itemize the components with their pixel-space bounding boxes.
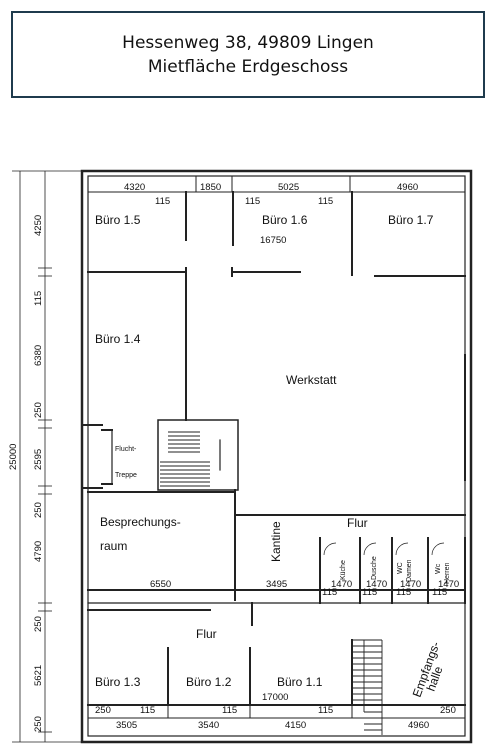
dim-bot-115-a: 115 bbox=[140, 705, 155, 716]
room-label-besprechung-1: Besprechungs- bbox=[100, 515, 181, 529]
room-label-werkstatt: Werkstatt bbox=[286, 373, 337, 387]
dim-bot-4960: 4960 bbox=[408, 720, 429, 731]
dim-bot-115-c: 115 bbox=[318, 705, 333, 716]
inner-outer-wall bbox=[87, 175, 466, 737]
dim-left-250-d: 250 bbox=[33, 716, 44, 732]
dim-left-250-c: 250 bbox=[33, 616, 44, 632]
room-label-wc-damen-2: Damen bbox=[406, 559, 413, 582]
dim-left-5621: 5621 bbox=[33, 665, 44, 686]
dim-bot-115-b: 115 bbox=[222, 705, 237, 716]
door-arcs bbox=[323, 542, 445, 556]
outer-wall bbox=[80, 169, 473, 744]
room-label-kantine: Kantine bbox=[269, 521, 283, 562]
dim-bot-17000: 17000 bbox=[262, 692, 288, 703]
title-box: Hessenweg 38, 49809 Lingen Mietfläche Er… bbox=[11, 11, 485, 98]
room-label-buero-1-5: Büro 1.5 bbox=[95, 213, 141, 227]
entrance-stair-treads bbox=[352, 639, 383, 735]
room-label-wc-herren-2: Herren bbox=[444, 562, 451, 584]
dim-left-25000: 25000 bbox=[8, 444, 19, 470]
dim-left-2595: 2595 bbox=[33, 449, 44, 470]
dim-bot-3505: 3505 bbox=[116, 720, 137, 731]
dim-wc-1470-b: 1470 bbox=[366, 579, 387, 590]
dim-left-6380: 6380 bbox=[33, 345, 44, 366]
room-label-buero-1-7: Büro 1.7 bbox=[388, 213, 434, 227]
dim-r1-16750: 16750 bbox=[260, 235, 286, 246]
room-label-flur-bottom: Flur bbox=[196, 627, 217, 641]
room-label-kueche: Küche bbox=[340, 560, 347, 580]
escape-stair-treads bbox=[160, 431, 210, 487]
dim-bot-250-a: 250 bbox=[95, 705, 111, 716]
room-label-flucht: Flucht- bbox=[115, 446, 137, 453]
dim-bot-250-b: 250 bbox=[440, 705, 456, 716]
dim-wc-1470-a: 1470 bbox=[331, 579, 352, 590]
room-label-buero-1-2: Büro 1.2 bbox=[186, 675, 232, 689]
dim-r1-115-b: 115 bbox=[245, 196, 260, 207]
dim-top-4320: 4320 bbox=[124, 182, 145, 193]
dim-mid-6550: 6550 bbox=[150, 579, 171, 590]
room-label-wc-damen-1: WC bbox=[397, 562, 404, 574]
dim-wc-115-c: 115 bbox=[396, 587, 411, 598]
room-label-dusche: Dusche bbox=[371, 556, 378, 580]
left-dimension-chain bbox=[12, 170, 82, 743]
dim-mid-3495: 3495 bbox=[266, 579, 287, 590]
dim-wc-115-a: 115 bbox=[322, 587, 337, 598]
address-title: Hessenweg 38, 49809 Lingen bbox=[122, 32, 374, 53]
stair-core bbox=[157, 419, 239, 491]
dim-left-4250: 4250 bbox=[33, 215, 44, 236]
room-label-buero-1-6: Büro 1.6 bbox=[262, 213, 308, 227]
dim-left-4790: 4790 bbox=[33, 541, 44, 562]
dim-top-5025: 5025 bbox=[278, 182, 299, 193]
dim-bot-3540: 3540 bbox=[198, 720, 219, 731]
dim-wc-1470-c: 1470 bbox=[400, 579, 421, 590]
room-label-buero-1-3: Büro 1.3 bbox=[95, 675, 141, 689]
room-label-besprechung-2: raum bbox=[100, 539, 127, 553]
room-label-buero-1-1: Büro 1.1 bbox=[277, 675, 323, 689]
dim-r1-115-c: 115 bbox=[318, 196, 333, 207]
dim-wc-1470-d: 1470 bbox=[438, 579, 459, 590]
room-label-flur-mid: Flur bbox=[347, 516, 368, 530]
floor-subtitle: Mietfläche Erdgeschoss bbox=[147, 56, 349, 77]
room-label-treppe: Treppe bbox=[115, 472, 137, 479]
dim-top-1850: 1850 bbox=[200, 182, 221, 193]
dim-wc-115-d: 115 bbox=[432, 587, 447, 598]
dim-bot-4150: 4150 bbox=[285, 720, 306, 731]
room-label-wc-herren-1: Wc bbox=[435, 563, 442, 574]
walls bbox=[80, 169, 473, 744]
room-label-buero-1-4: Büro 1.4 bbox=[95, 332, 141, 346]
dim-top-4960: 4960 bbox=[397, 182, 418, 193]
dim-left-250-b: 250 bbox=[33, 502, 44, 518]
dim-r1-115-a: 115 bbox=[155, 196, 170, 207]
dim-left-250-a: 250 bbox=[33, 402, 44, 418]
dim-wc-115-b: 115 bbox=[362, 587, 377, 598]
dim-left-115: 115 bbox=[33, 291, 44, 306]
